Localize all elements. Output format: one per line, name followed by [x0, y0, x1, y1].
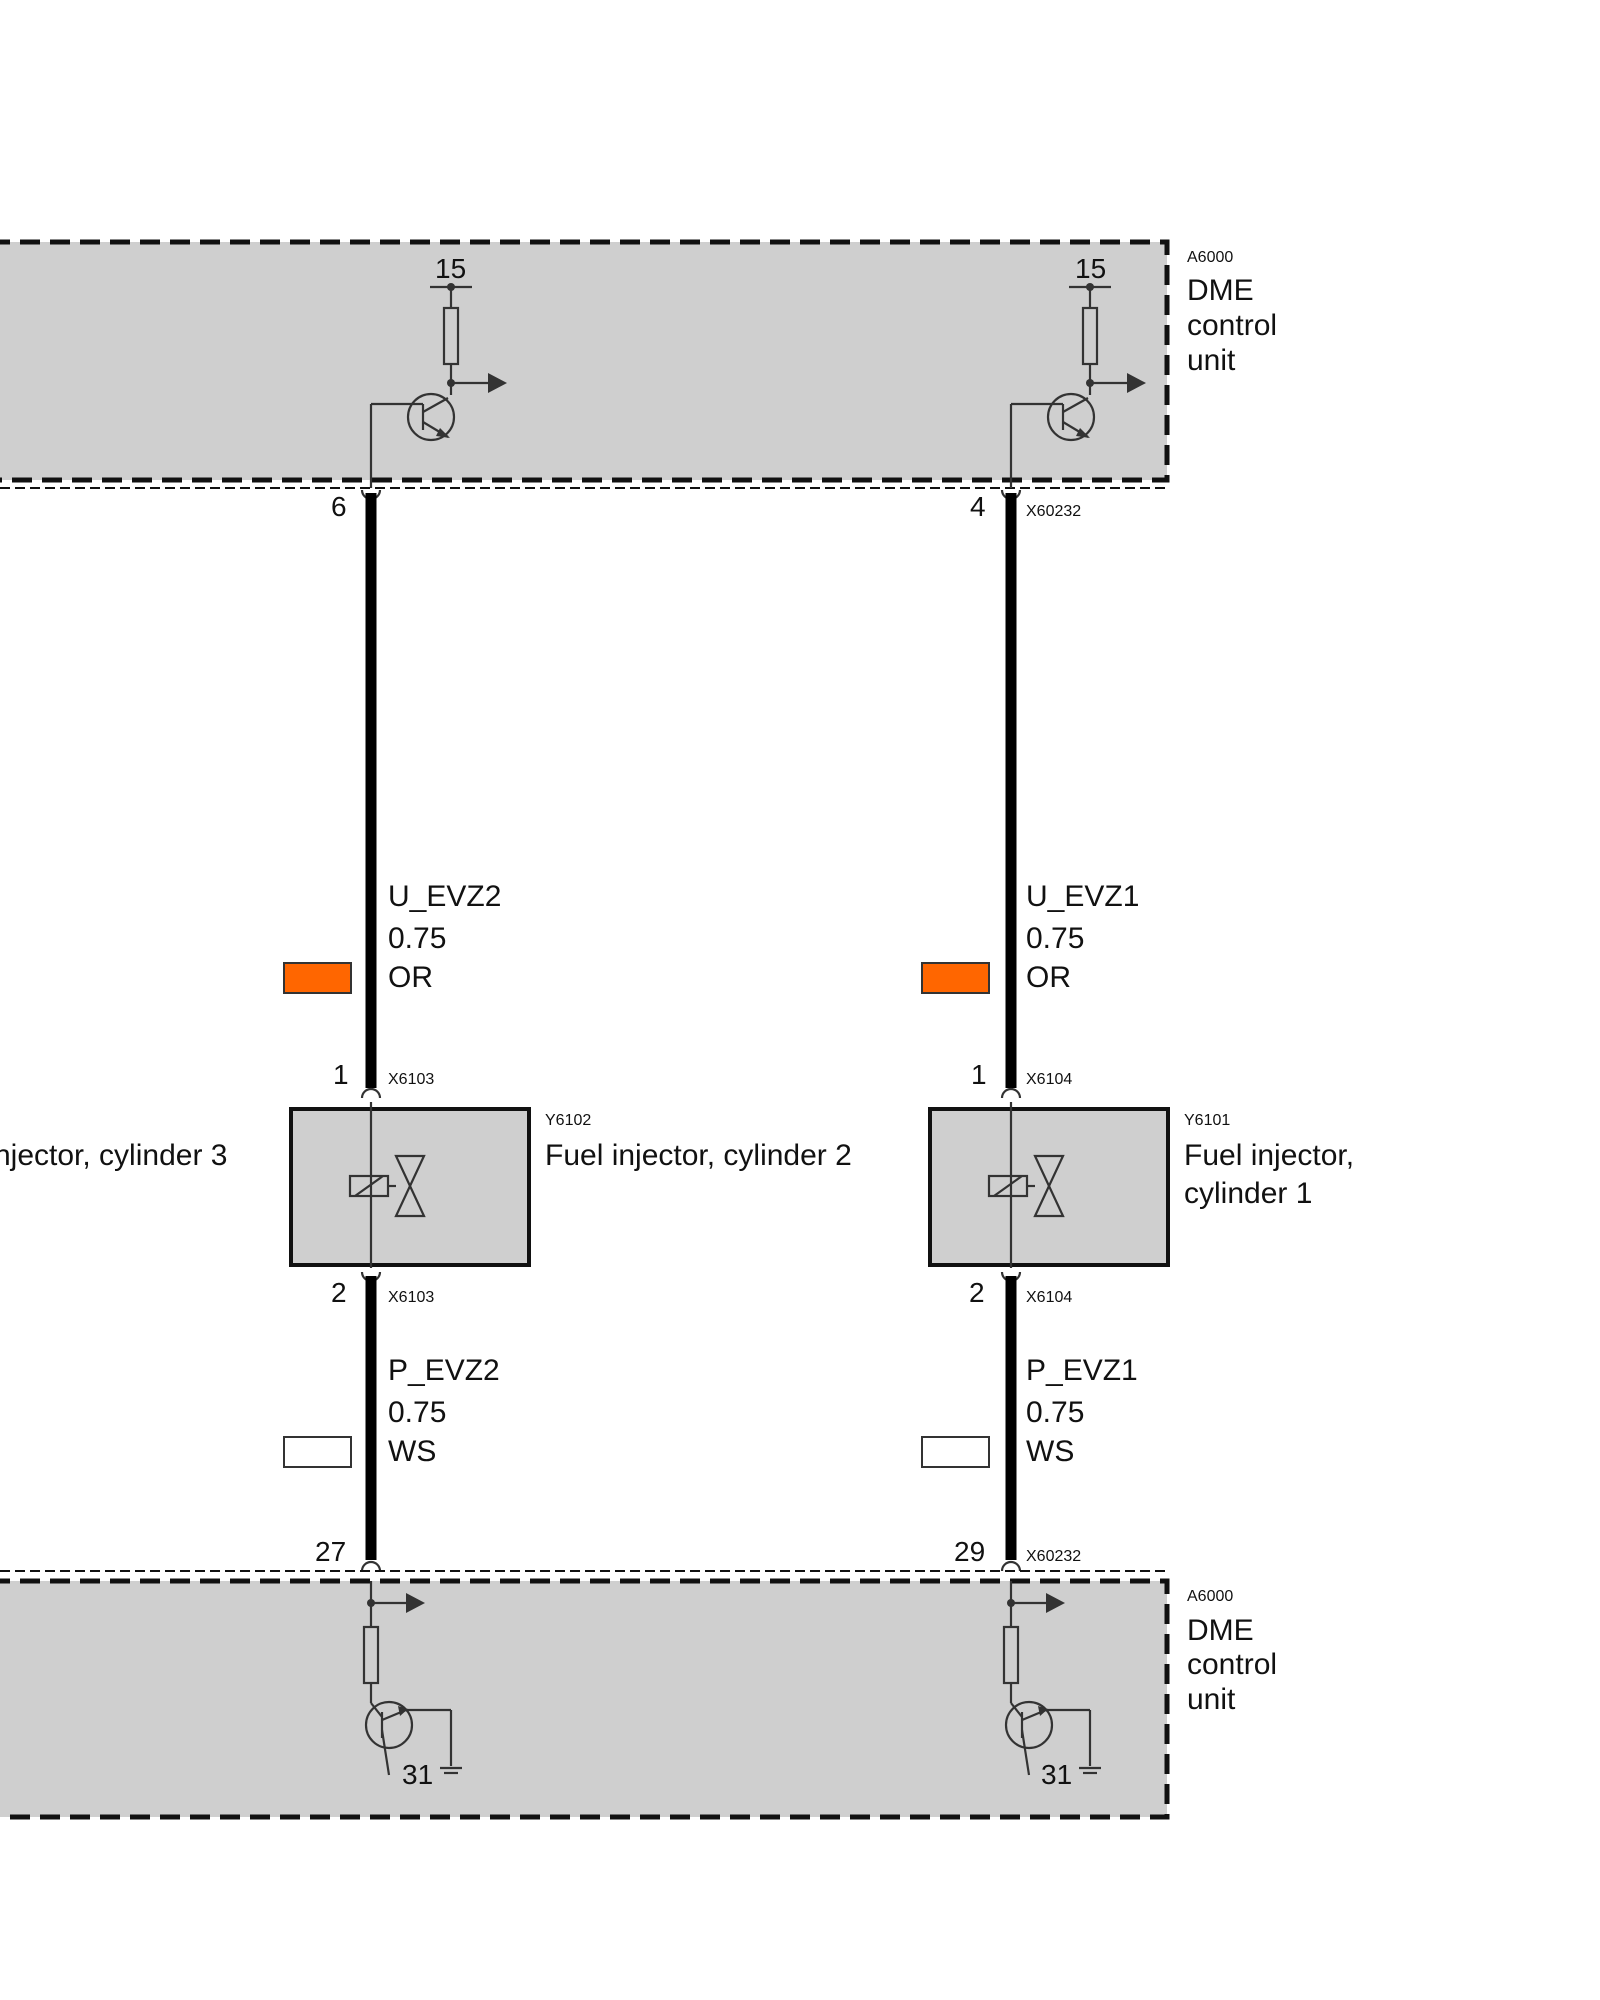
wire-gauge: 0.75	[388, 922, 446, 955]
injector-connector-bottom: X6103	[388, 1289, 434, 1306]
wire-right-lower	[1000, 1271, 1022, 1572]
wire-color-code: OR	[1026, 961, 1071, 994]
ecu-top-left-driver: 15	[369, 253, 507, 488]
injector-id: Y6101	[1184, 1112, 1230, 1129]
ecu-top-block: A6000 DME control unit 15 15	[0, 239, 1277, 489]
ecu-top-name-line2: control	[1187, 309, 1277, 342]
ground-label-left: 31	[402, 1759, 433, 1790]
wire-left-upper	[360, 489, 382, 1099]
injector-name-line2: cylinder 1	[1184, 1177, 1312, 1210]
wire-gauge: 0.75	[1026, 1396, 1084, 1429]
injector-name: Fuel injector, cylinder 2	[545, 1139, 852, 1172]
wire-signal-name: U_EVZ2	[388, 880, 501, 913]
ecu-bottom-block: A6000 DME control unit 31	[0, 1570, 1277, 1820]
wire-label-left-upper: U_EVZ2 0.75 OR	[283, 880, 501, 994]
wire-label-left-lower: P_EVZ2 0.75 WS	[283, 1354, 500, 1468]
wire-signal-name: P_EVZ1	[1026, 1354, 1138, 1387]
ecu-bottom-housing	[0, 1578, 1170, 1820]
wire-label-right-upper: U_EVZ1 0.75 OR	[921, 880, 1139, 994]
ecu-bottom-left-driver: 31	[362, 1581, 462, 1790]
wire-left-lower	[360, 1271, 382, 1572]
ground-label-right: 31	[1041, 1759, 1072, 1790]
ecu-bottom-name-line3: unit	[1187, 1683, 1236, 1716]
wire-label-right-lower: P_EVZ1 0.75 WS	[921, 1354, 1138, 1468]
injector-name-line1: Fuel injector,	[1184, 1139, 1354, 1172]
transistor-symbol	[406, 392, 456, 442]
wire-color-code: OR	[388, 961, 433, 994]
wire-color-swatch	[283, 962, 352, 994]
ecu-top-right-driver: 15	[1009, 253, 1146, 488]
transistor-symbol	[1046, 392, 1096, 442]
injector-connector-bottom: X6104	[1026, 1289, 1072, 1306]
wire-signal-name: U_EVZ1	[1026, 880, 1139, 913]
signal-arrow-icon	[406, 1593, 425, 1613]
ecu-bottom-pin-right: 29	[954, 1536, 985, 1567]
wire-gauge: 0.75	[388, 1396, 446, 1429]
wire-gauge: 0.75	[1026, 922, 1084, 955]
injector-cylinder-2: 1 X6103 Y6102 Fuel injector, cylinder 2 …	[289, 1059, 852, 1308]
wire-color-swatch	[921, 962, 990, 994]
ecu-bottom-name-line2: control	[1187, 1648, 1277, 1681]
ecu-bottom-connector: X60232	[1026, 1548, 1081, 1565]
transistor-symbol	[1004, 1700, 1054, 1750]
signal-arrow-icon	[1127, 373, 1146, 393]
injector-cylinder-3-label-partial: njector, cylinder 3	[0, 1139, 227, 1172]
injector-connector-top: X6104	[1026, 1071, 1072, 1088]
injector-cylinder-1: 1 X6104 Y6101 Fuel injector, cylinder 1 …	[928, 1059, 1354, 1308]
injector-pin-bottom: 2	[331, 1277, 347, 1308]
injector-id: Y6102	[545, 1112, 591, 1129]
injector-pin-top: 1	[333, 1059, 349, 1090]
wire-color-code: WS	[1026, 1435, 1074, 1468]
ecu-bottom-id: A6000	[1187, 1588, 1233, 1605]
transistor-symbol	[364, 1700, 414, 1750]
injector-connector-top: X6103	[388, 1071, 434, 1088]
ecu-bottom-name-line1: DME	[1187, 1614, 1254, 1647]
ecu-top-id: A6000	[1187, 249, 1233, 266]
wire-color-swatch	[921, 1436, 990, 1468]
ecu-bottom-pin-left: 27	[315, 1536, 346, 1567]
injector-pin-top: 1	[971, 1059, 987, 1090]
ecu-top-name-line1: DME	[1187, 274, 1254, 307]
injector-pin-bottom: 2	[969, 1277, 985, 1308]
wire-signal-name: P_EVZ2	[388, 1354, 500, 1387]
signal-arrow-icon	[1046, 1593, 1065, 1613]
ecu-bottom-right-driver: 31	[1002, 1581, 1101, 1790]
wire-right-upper	[1000, 489, 1022, 1099]
valve-icon	[394, 1154, 426, 1189]
signal-arrow-icon	[488, 373, 507, 393]
supply-label-left: 15	[435, 253, 466, 284]
wire-color-swatch	[283, 1436, 352, 1468]
ecu-top-housing	[0, 239, 1170, 483]
ecu-top-pin-right: 4	[970, 491, 986, 522]
valve-icon	[1033, 1154, 1065, 1189]
ecu-top-connector: X60232	[1026, 503, 1081, 520]
ecu-top-pin-left: 6	[331, 491, 347, 522]
ecu-top-name-line3: unit	[1187, 344, 1236, 377]
supply-label-right: 15	[1075, 253, 1106, 284]
wire-color-code: WS	[388, 1435, 436, 1468]
